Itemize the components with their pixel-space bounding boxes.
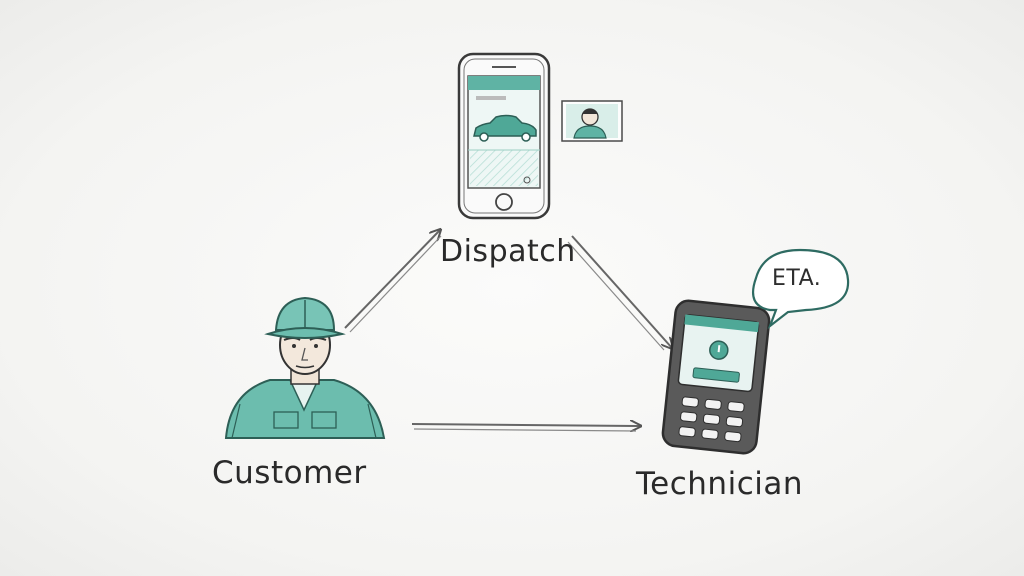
dispatch-phone-icon — [457, 52, 551, 220]
arrow-customer-to-technician — [411, 424, 640, 431]
arrow-customer-to-dispatch — [344, 230, 441, 333]
technician-photo-icon — [561, 100, 623, 142]
eta-bubble-icon — [752, 248, 850, 330]
eta-bubble-text: ETA. — [772, 266, 822, 291]
customer-label: Customer — [212, 455, 367, 491]
technician-handset-icon — [661, 299, 771, 455]
car-icon — [473, 114, 537, 142]
arrow-dispatch-to-technician — [567, 235, 672, 350]
dispatch-label: Dispatch — [440, 234, 576, 269]
customer-worker-icon — [224, 296, 386, 439]
technician-label: Technician — [636, 466, 803, 502]
